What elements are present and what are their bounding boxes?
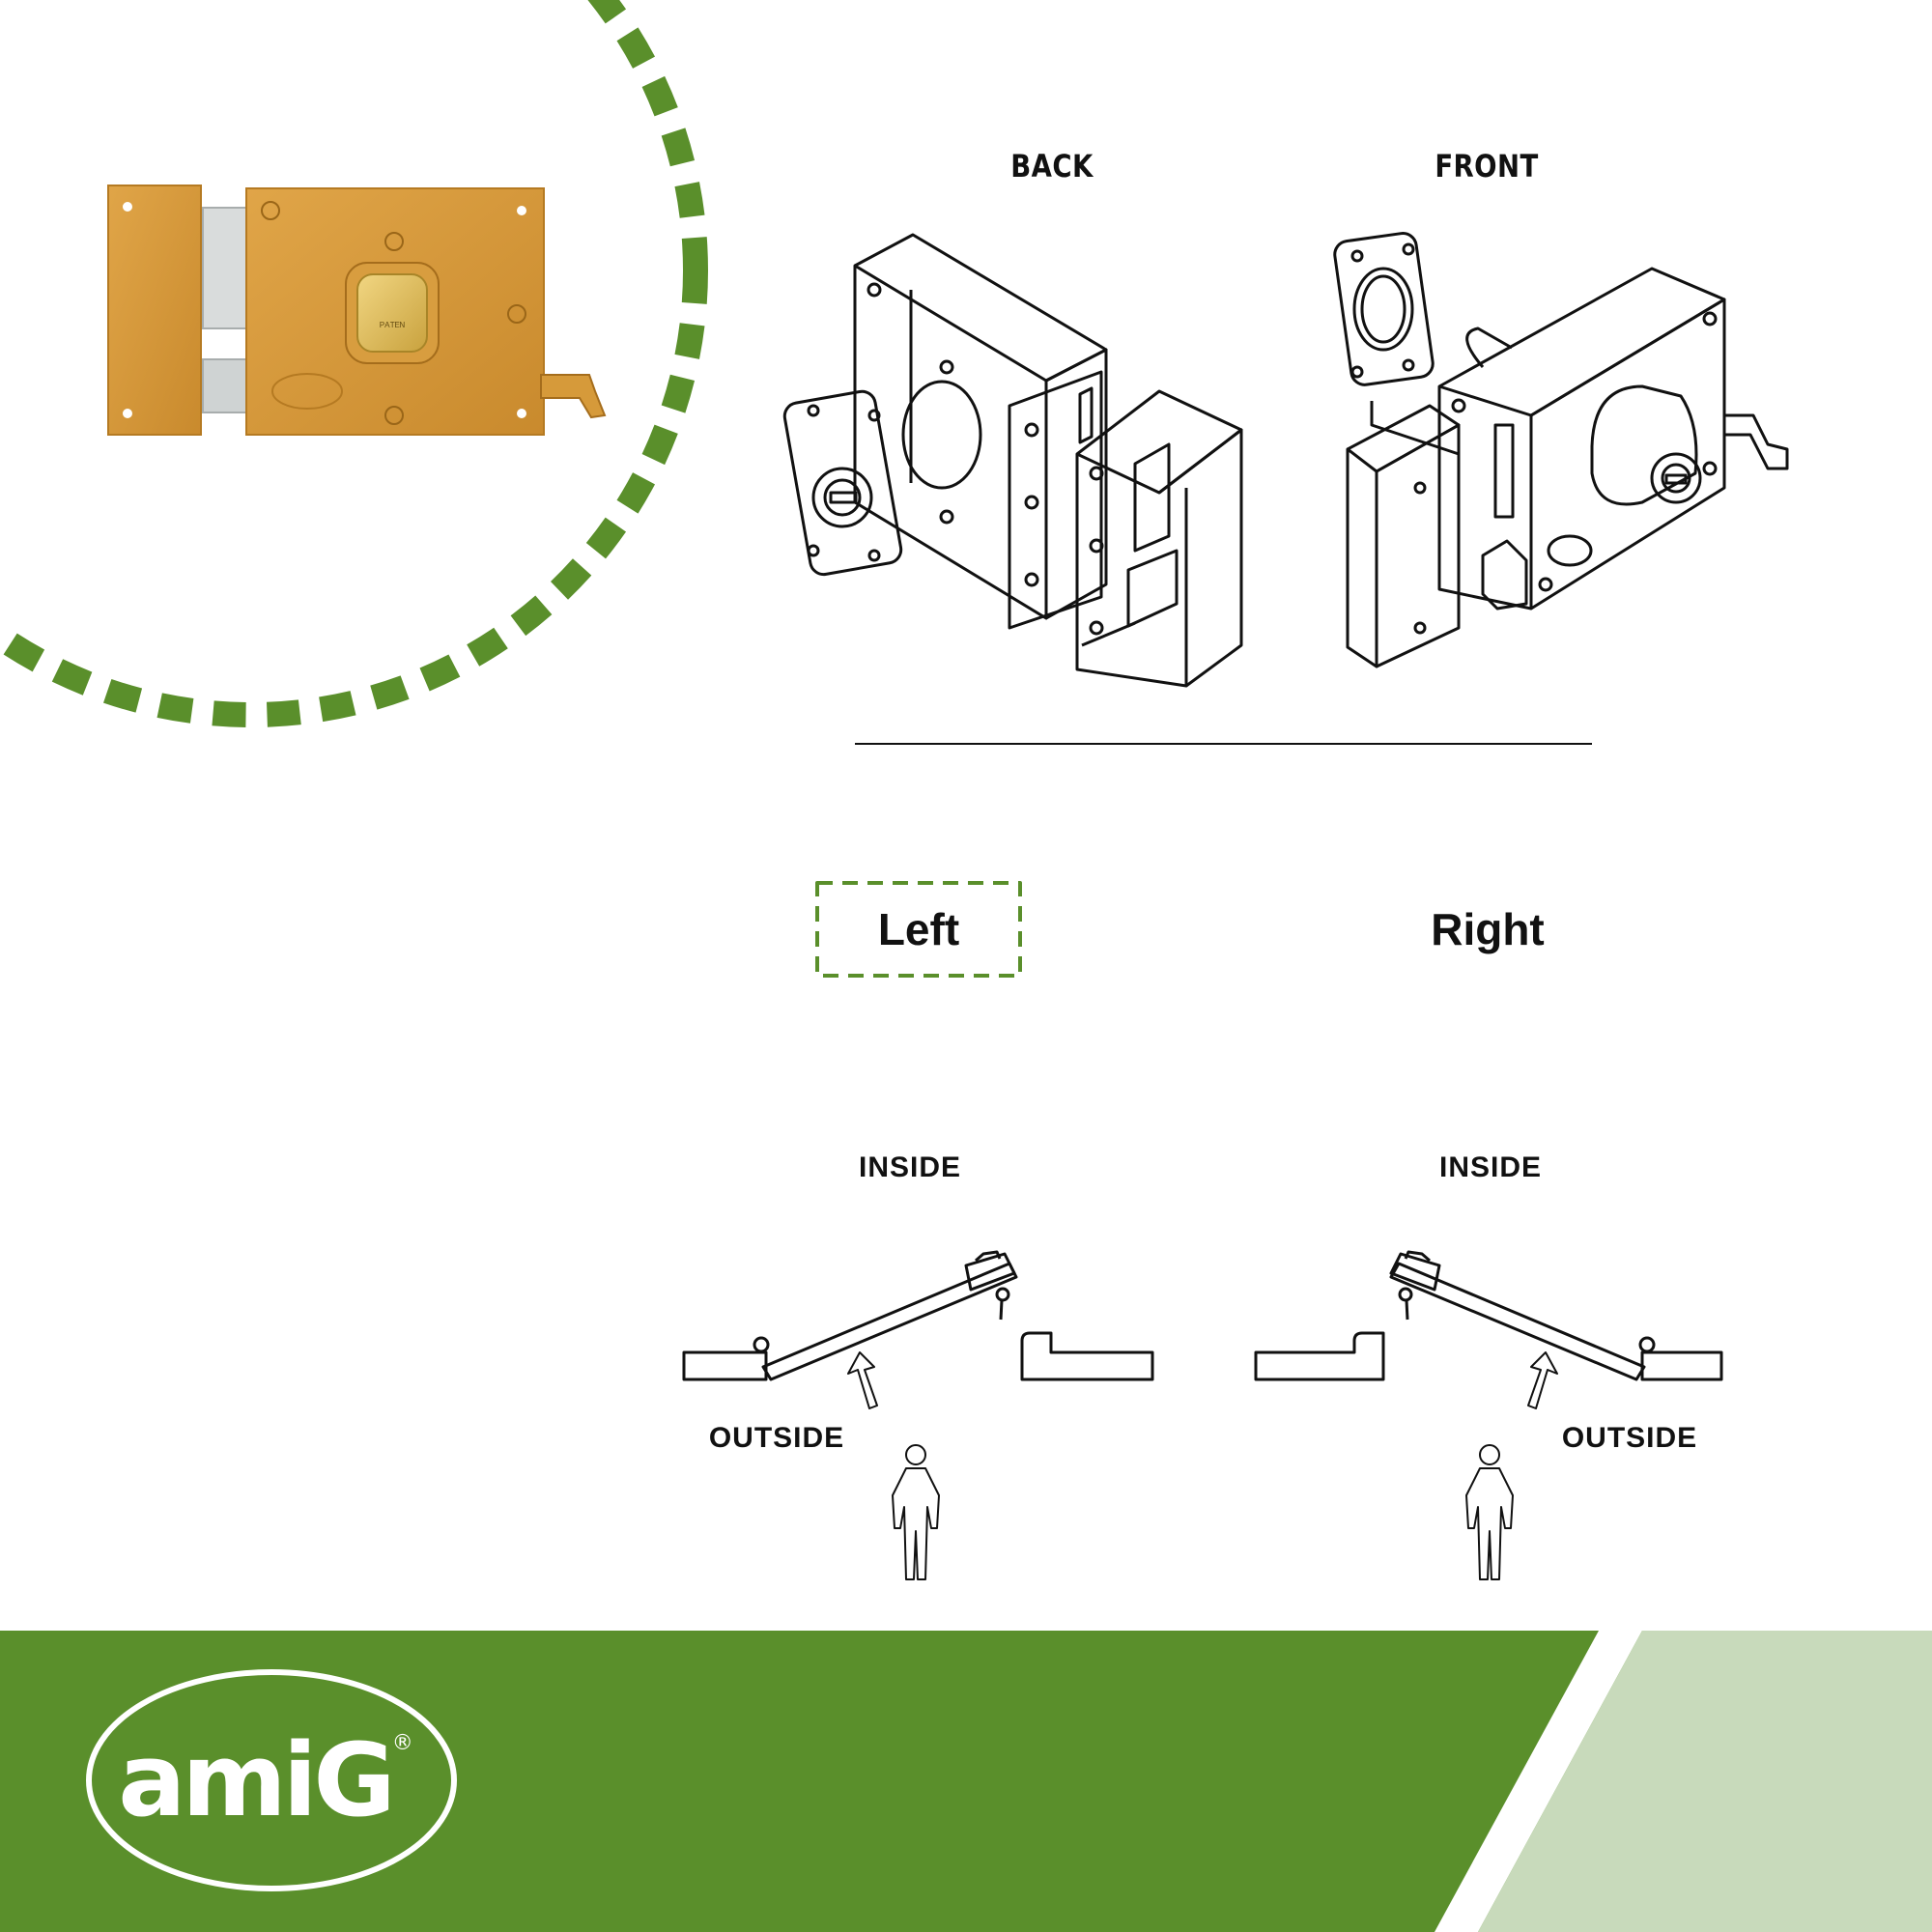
- left-outside-label: OUTSIDE: [708, 1422, 845, 1454]
- left-wall-right: [1020, 1331, 1154, 1381]
- right-door-diagram: [1254, 1250, 1723, 1580]
- arrow-icon: [847, 1351, 878, 1409]
- left-inside-label: INSIDE: [858, 1151, 962, 1183]
- arrow-icon: [1527, 1351, 1558, 1409]
- person-icon: [1465, 1444, 1514, 1580]
- left-option[interactable]: Left: [877, 904, 960, 954]
- right-wall-right: [1640, 1350, 1723, 1381]
- dashed-circle-decoration: [0, 0, 708, 727]
- right-inside-label: INSIDE: [1438, 1151, 1543, 1183]
- left-door-diagram: [682, 1250, 1154, 1580]
- left-door-leaf: [761, 1262, 1018, 1381]
- person-icon: [892, 1444, 940, 1580]
- front-view-drawing: [1333, 232, 1789, 668]
- bolt-silver: [202, 207, 250, 329]
- lock-case: ᴾᴬᵀᴱᴺ: [245, 187, 545, 436]
- band-light-panel: [1478, 1631, 1932, 1932]
- amig-logo: amiG ®: [118, 1721, 413, 1839]
- front-view-label: FRONT: [1435, 148, 1539, 185]
- back-view-label: BACK: [1010, 148, 1094, 185]
- logo-text: amiG: [118, 1721, 396, 1839]
- left-selection-dashed-box: [815, 881, 1022, 978]
- back-view-drawing: [782, 233, 1243, 688]
- logo-ellipse: [86, 1669, 457, 1891]
- left-wall-left: [682, 1350, 768, 1381]
- lock-handle: [540, 374, 607, 419]
- right-outside-label: OUTSIDE: [1561, 1422, 1698, 1454]
- keeper-box: [107, 185, 202, 436]
- right-option[interactable]: Right: [1431, 904, 1545, 954]
- registered-mark: ®: [391, 1731, 413, 1755]
- band-white-stripe: [1435, 1631, 1642, 1932]
- svg-text:ᴾᴬᵀᴱᴺ: ᴾᴬᵀᴱᴺ: [380, 320, 405, 333]
- right-door-leaf: [1389, 1262, 1646, 1381]
- right-wall-left: [1254, 1331, 1385, 1381]
